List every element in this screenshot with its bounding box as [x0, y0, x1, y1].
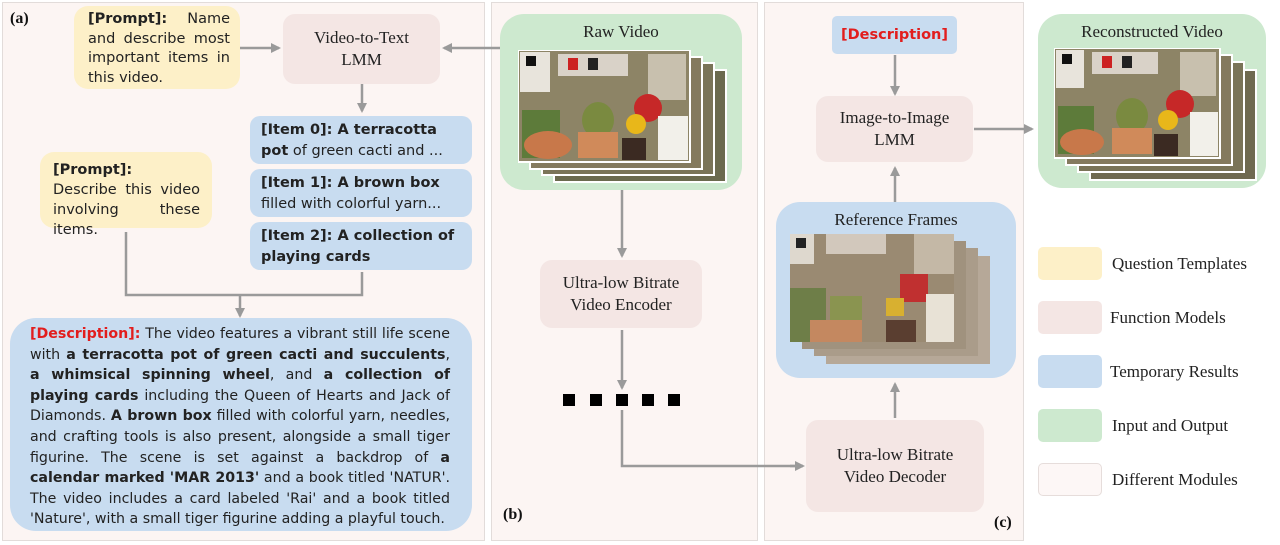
legend-item: Input and Output — [1036, 408, 1276, 444]
legend-label: Function Models — [1110, 308, 1226, 327]
description-highlight: A brown box — [110, 408, 212, 425]
item-bold: A brown box — [337, 175, 440, 191]
item-2-box: [Item 2]: A collection of playing cards — [250, 222, 472, 270]
reconstructed-video-label: Reconstructed Video — [1081, 22, 1223, 41]
item-0-box: [Item 0]: A terracotta pot of green cact… — [250, 116, 472, 164]
description-run: and a book titled 'NATUR'. The video inc… — [30, 470, 450, 528]
legend-item: Question Templates — [1036, 246, 1276, 282]
prompt-box-1: [Prompt]: Name and describe most importa… — [74, 6, 240, 89]
reconstructed-frame-stack — [1053, 47, 1257, 181]
legend-swatch-question-templates — [1038, 247, 1102, 280]
description-run: filled with colorful yarn, needles, and … — [30, 408, 450, 466]
legend-label: Temporary Results — [1110, 362, 1239, 381]
description-run: including the Queen of Hearts and Jack o… — [30, 387, 450, 425]
legend: Question Templates Function Models Tempo… — [1036, 246, 1276, 504]
reference-frames-label: Reference Frames — [834, 210, 958, 229]
description-tag: [Description]: — [30, 326, 141, 342]
description-input: [Description] — [832, 16, 957, 54]
bitstream-dot — [668, 394, 680, 406]
v2t-line-1: Video-to-Text — [313, 28, 410, 47]
prompt-tag: [Prompt]: — [88, 11, 168, 27]
video-encoder: Ultra-low Bitrate Video Encoder — [540, 260, 702, 328]
description-highlight: a collection of playing cards — [30, 367, 451, 404]
item-tag: [Item 1]: — [261, 175, 333, 191]
raw-video-frames — [517, 49, 730, 186]
legend-label: Question Templates — [1112, 254, 1247, 273]
item-rest: of green cacti and ... — [292, 143, 443, 159]
legend-item: Different Modules — [1036, 462, 1276, 498]
description-run: , — [445, 346, 450, 363]
decoder-line-2: Video Decoder — [843, 467, 947, 486]
description-input-label: [Description] — [840, 27, 949, 43]
image-to-image-lmm: Image-to-Image LMM — [816, 96, 973, 162]
description-run: The video features a vibrant still life … — [30, 326, 450, 363]
legend-label: Input and Output — [1112, 416, 1229, 435]
legend-label: Different Modules — [1112, 470, 1238, 489]
description-text: The video features a vibrant still life … — [30, 326, 450, 527]
video-decoder: Ultra-low Bitrate Video Decoder — [806, 420, 984, 512]
reconstructed-frames — [1053, 47, 1260, 184]
item-rest: filled with colorful yarn... — [261, 196, 442, 212]
v2t-line-2: LMM — [341, 50, 382, 69]
pixelated-frame-stack — [790, 234, 990, 364]
legend-swatch-temporary-results — [1038, 355, 1102, 388]
prompt-tag: [Prompt]: — [53, 162, 133, 178]
panel-c-label: (c) — [994, 514, 1012, 531]
legend-swatch-function-models — [1038, 301, 1102, 334]
description-highlight: a terracotta pot of green cacti and succ… — [66, 346, 446, 363]
legend-item: Function Models — [1036, 300, 1276, 336]
bitstream-dot — [590, 394, 602, 406]
video-frame-front — [1053, 47, 1221, 159]
description-box: [Description]: The video features a vibr… — [10, 318, 472, 531]
item-bold: A terracotta pot — [261, 122, 437, 159]
encoder-line-1: Ultra-low Bitrate — [562, 273, 680, 292]
reference-frames-stack — [790, 234, 1010, 368]
video-frame-stack — [517, 49, 727, 183]
description-highlight: a calendar marked 'MAR 2013' — [30, 449, 450, 487]
raw-video-box: Raw Video — [500, 14, 742, 190]
item-tag: [Item 0]: — [261, 122, 333, 138]
video-frame-front — [517, 49, 691, 163]
legend-item: Temporary Results — [1036, 354, 1276, 390]
bitstream-dot — [642, 394, 654, 406]
i2i-line-1: Image-to-Image — [839, 108, 950, 127]
reference-frame-front — [790, 234, 954, 342]
item-1-box: [Item 1]: A brown box filled with colorf… — [250, 169, 472, 217]
description-run: , and — [269, 367, 324, 384]
prompt-text: Describe this video involving these item… — [53, 182, 200, 238]
item-bold: A collection of playing cards — [261, 228, 455, 265]
bitstream-dot — [616, 394, 628, 406]
encoder-line-2: Video Encoder — [570, 295, 672, 314]
item-tag: [Item 2]: — [261, 228, 333, 244]
description-highlight: a whimsical spinning wheel — [30, 367, 270, 384]
panel-b-label: (b) — [503, 506, 523, 523]
legend-swatch-different-modules — [1038, 463, 1102, 496]
video-to-text-lmm: Video-to-Text LMM — [283, 14, 440, 84]
bitstream-dot — [563, 394, 575, 406]
reference-frames-box: Reference Frames — [776, 202, 1016, 378]
prompt-text: Name and describe most important items i… — [88, 11, 230, 86]
panel-a-label: (a) — [10, 10, 29, 27]
prompt-box-2: [Prompt]: Describe this video involving … — [40, 152, 212, 238]
i2i-line-2: LMM — [874, 130, 915, 149]
raw-video-label: Raw Video — [583, 22, 659, 41]
decoder-line-1: Ultra-low Bitrate — [836, 445, 954, 464]
legend-swatch-input-output — [1038, 409, 1102, 442]
reconstructed-video-box: Reconstructed Video — [1038, 14, 1266, 188]
